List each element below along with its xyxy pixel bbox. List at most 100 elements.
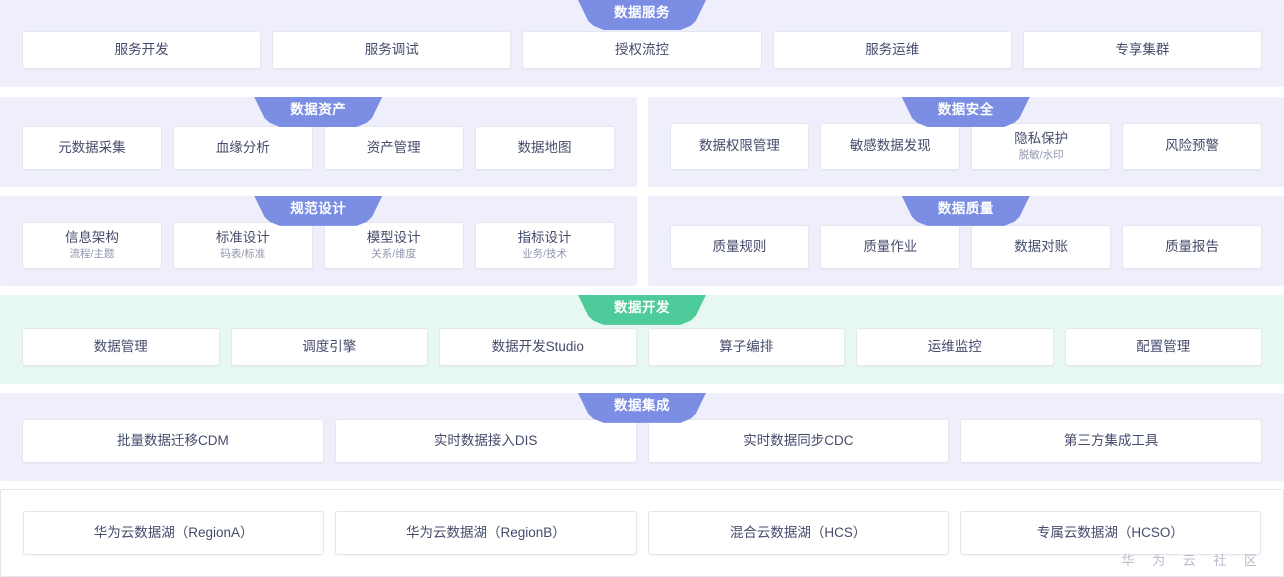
card-service-debug[interactable]: 服务调试 xyxy=(272,31,512,69)
card-title: 质量报告 xyxy=(1165,238,1220,254)
card-row-data-development: 数据管理 调度引擎 数据开发Studio 算子编排 运维监控 配置管理 xyxy=(22,327,1262,366)
card-model-design[interactable]: 模型设计 关系/维度 xyxy=(323,221,464,269)
section-data-development: 数据开发 数据管理 调度引擎 数据开发Studio 算子编排 运维监控 xyxy=(0,294,1284,384)
card-row-standard-design: 信息架构 流程/主题 标准设计 码表/标准 模型设计 关系/维度 指标设计 业务… xyxy=(22,221,615,269)
card-title: 调度引擎 xyxy=(302,338,357,354)
card-subtitle: 码表/标准 xyxy=(220,248,266,261)
card-title: 服务运维 xyxy=(865,41,920,57)
section-data-quality: 数据质量 质量规则 质量作业 数据对账 质量报告 xyxy=(647,195,1284,286)
card-configuration-management[interactable]: 配置管理 xyxy=(1064,327,1262,366)
card-authorization-flow-control[interactable]: 授权流控 xyxy=(522,31,762,69)
card-quality-jobs[interactable]: 质量作业 xyxy=(820,224,961,269)
card-row-data-quality: 质量规则 质量作业 数据对账 质量报告 xyxy=(669,224,1262,269)
card-data-reconciliation[interactable]: 数据对账 xyxy=(971,224,1112,269)
card-title: 信息架构 xyxy=(64,229,119,245)
card-title: 标准设计 xyxy=(215,229,270,245)
card-subtitle: 关系/维度 xyxy=(371,248,417,261)
card-title: 运维监控 xyxy=(927,338,982,354)
card-data-map[interactable]: 数据地图 xyxy=(474,125,615,170)
card-title: 风险预警 xyxy=(1165,138,1220,154)
card-title: 华为云数据湖（RegionA） xyxy=(93,524,254,540)
card-title: 专享集群 xyxy=(1115,41,1170,57)
card-exclusive-cluster[interactable]: 专享集群 xyxy=(1022,31,1263,69)
card-title: 血缘分析 xyxy=(215,139,270,155)
card-sensitive-data-discovery[interactable]: 敏感数据发现 xyxy=(820,122,961,170)
card-privacy-protection[interactable]: 隐私保护 脱敏/水印 xyxy=(971,122,1112,170)
card-metadata-collection[interactable]: 元数据采集 xyxy=(22,125,162,170)
card-standard-design[interactable]: 标准设计 码表/标准 xyxy=(172,221,313,269)
card-title: 华为云数据湖（RegionB） xyxy=(405,524,566,540)
card-title: 数据权限管理 xyxy=(698,138,780,154)
card-realtime-data-sync-cdc[interactable]: 实时数据同步CDC xyxy=(647,418,950,463)
card-title: 授权流控 xyxy=(615,41,669,57)
card-title: 实时数据同步CDC xyxy=(743,432,854,448)
card-data-management[interactable]: 数据管理 xyxy=(22,327,220,366)
section-standard-design: 规范设计 信息架构 流程/主题 标准设计 码表/标准 模型设计 关系/维度 指标… xyxy=(0,195,637,286)
card-service-development[interactable]: 服务开发 xyxy=(22,31,262,69)
ribbon-standard-design: 规范设计 xyxy=(254,195,383,226)
ribbon-data-integration: 数据集成 xyxy=(578,392,706,423)
card-title: 批量数据迁移CDM xyxy=(117,432,229,448)
section-data-service-wrapper: 数据服务 服务开发 服务调试 授权流控 服务运维 专享集群 xyxy=(0,0,1284,87)
card-title: 专属云数据湖（HCSO） xyxy=(1036,524,1184,540)
card-title: 隐私保护 xyxy=(1014,130,1069,146)
card-asset-management[interactable]: 资产管理 xyxy=(323,125,464,170)
card-title: 模型设计 xyxy=(366,229,421,245)
card-realtime-data-ingestion-dis[interactable]: 实时数据接入DIS xyxy=(334,418,637,463)
card-hybrid-cloud-data-lake-hcs[interactable]: 混合云数据湖（HCS） xyxy=(647,511,949,556)
card-scheduling-engine[interactable]: 调度引擎 xyxy=(230,327,428,366)
card-title: 混合云数据湖（HCS） xyxy=(729,524,867,540)
row-asset-security: 数据资产 元数据采集 血缘分析 资产管理 数据地图 数据安全 xyxy=(0,96,1284,187)
card-title: 配置管理 xyxy=(1136,338,1191,354)
section-data-integration-wrapper: 数据集成 批量数据迁移CDM 实时数据接入DIS 实时数据同步CDC 第三方集成… xyxy=(0,392,1284,481)
card-subtitle: 业务/技术 xyxy=(522,248,568,261)
card-title: 服务开发 xyxy=(114,41,169,57)
section-data-integration: 数据集成 批量数据迁移CDM 实时数据接入DIS 实时数据同步CDC 第三方集成… xyxy=(0,392,1284,481)
card-subtitle: 脱敏/水印 xyxy=(1018,149,1064,162)
card-title: 服务调试 xyxy=(364,41,419,57)
card-information-architecture[interactable]: 信息架构 流程/主题 xyxy=(22,221,162,269)
card-dedicated-cloud-data-lake-hcso[interactable]: 专属云数据湖（HCSO） xyxy=(959,511,1261,556)
ribbon-label: 数据安全 xyxy=(937,102,994,118)
card-subtitle: 流程/主题 xyxy=(69,248,115,261)
card-risk-warning[interactable]: 风险预警 xyxy=(1122,122,1262,170)
card-title: 数据对账 xyxy=(1014,238,1069,254)
card-batch-data-migration-cdm[interactable]: 批量数据迁移CDM xyxy=(22,418,324,463)
card-row-data-asset: 元数据采集 血缘分析 资产管理 数据地图 xyxy=(22,125,615,170)
card-quality-report[interactable]: 质量报告 xyxy=(1122,224,1262,269)
card-data-permission-management[interactable]: 数据权限管理 xyxy=(669,122,810,170)
card-title: 数据开发Studio xyxy=(491,338,584,354)
spacer xyxy=(0,481,1284,489)
card-lineage-analysis[interactable]: 血缘分析 xyxy=(172,125,313,170)
section-data-development-wrapper: 数据开发 数据管理 调度引擎 数据开发Studio 算子编排 运维监控 xyxy=(0,294,1284,384)
ribbon-data-asset: 数据资产 xyxy=(254,96,383,127)
ribbon-label: 数据服务 xyxy=(614,5,670,21)
ribbon-data-quality: 数据质量 xyxy=(901,195,1030,226)
card-metric-design[interactable]: 指标设计 业务/技术 xyxy=(474,221,615,269)
card-title: 第三方集成工具 xyxy=(1063,432,1159,448)
card-title: 质量作业 xyxy=(863,238,918,254)
card-data-development-studio[interactable]: 数据开发Studio xyxy=(439,327,637,366)
section-data-service: 数据服务 服务开发 服务调试 授权流控 服务运维 专享集群 xyxy=(0,0,1284,87)
card-third-party-integration-tools[interactable]: 第三方集成工具 xyxy=(960,418,1262,463)
card-title: 质量规则 xyxy=(712,238,767,254)
ribbon-label: 数据质量 xyxy=(937,201,994,217)
card-huawei-cloud-data-lake-region-b[interactable]: 华为云数据湖（RegionB） xyxy=(335,511,637,556)
ribbon-label: 数据开发 xyxy=(614,300,670,316)
card-ops-monitoring[interactable]: 运维监控 xyxy=(856,327,1054,366)
section-data-lake-wrapper: 华为云数据湖（RegionA） 华为云数据湖（RegionB） 混合云数据湖（H… xyxy=(0,489,1284,577)
card-title: 敏感数据发现 xyxy=(849,138,931,154)
card-quality-rules[interactable]: 质量规则 xyxy=(669,224,810,269)
card-row-data-integration: 批量数据迁移CDM 实时数据接入DIS 实时数据同步CDC 第三方集成工具 xyxy=(22,418,1262,463)
card-operator-orchestration[interactable]: 算子编排 xyxy=(647,327,845,366)
spacer xyxy=(0,286,1284,295)
card-huawei-cloud-data-lake-region-a[interactable]: 华为云数据湖（RegionA） xyxy=(23,511,325,556)
ribbon-label: 规范设计 xyxy=(290,201,347,217)
card-row-data-service: 服务开发 服务调试 授权流控 服务运维 专享集群 xyxy=(22,31,1263,69)
spacer xyxy=(0,87,1284,97)
spacer xyxy=(0,384,1284,393)
ribbon-data-security: 数据安全 xyxy=(901,96,1030,127)
card-service-operations[interactable]: 服务运维 xyxy=(772,31,1012,69)
card-title: 算子编排 xyxy=(719,338,774,354)
